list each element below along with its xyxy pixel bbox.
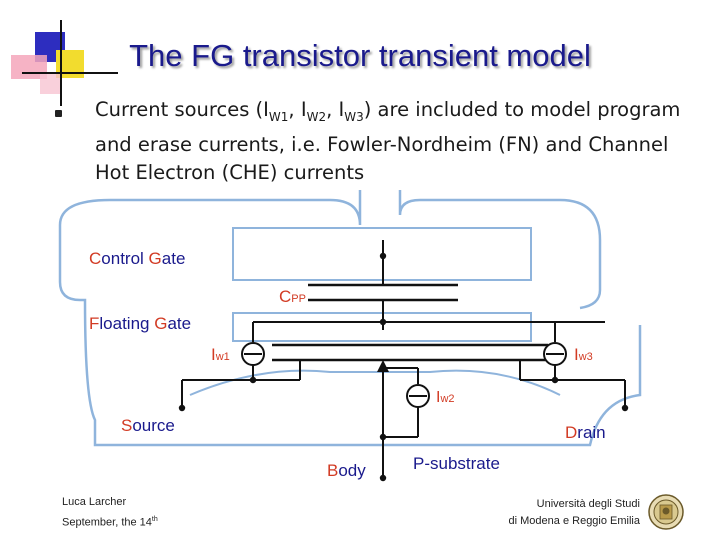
iw1-label: Iw1: [211, 345, 230, 364]
fg-transistor-diagram: Control Gate Floating Gate Source Drain …: [58, 190, 642, 482]
source-bus-node: [249, 376, 257, 384]
body-label: Body: [327, 461, 366, 480]
slide-title: The FG transistor transient model: [129, 38, 591, 73]
source-label: Source: [121, 416, 175, 435]
source-node: [178, 404, 186, 412]
drain-label: Drain: [565, 423, 606, 442]
footer-date: September, the 14th: [62, 516, 158, 529]
drain-bus-node: [551, 376, 559, 384]
footer-author: Luca Larcher: [62, 496, 127, 508]
bullet-text: Current sources (IW1, IW2, IW3) are incl…: [95, 98, 681, 184]
device-outline-left: [58, 225, 642, 447]
floating-gate-label: Floating Gate: [89, 314, 191, 333]
channel-outline: [189, 369, 561, 396]
footer-university-block: Università degli Studi di Modena e Reggi…: [509, 496, 640, 530]
device-outline: [58, 190, 362, 226]
cpp-label: CPP: [279, 287, 306, 306]
footer-university-line2: di Modena e Reggio Emilia: [508, 515, 640, 527]
drain-node: [621, 404, 629, 412]
device-outline-right: [398, 190, 602, 310]
bullet-marker: [55, 110, 62, 117]
corner-vertical-line: [60, 20, 62, 106]
bulk-arrow-icon: [377, 360, 389, 372]
control-gate-label: Control Gate: [89, 249, 185, 268]
corner-horizontal-line: [22, 72, 118, 74]
footer-author-block: Luca Larcher September, the 14th: [62, 493, 158, 532]
iw2-label: Iw2: [436, 389, 455, 406]
body-terminal-node: [379, 474, 387, 482]
iw3-label: Iw3: [574, 345, 593, 364]
substrate-label: P-substrate: [413, 454, 500, 473]
footer-university-line1: Università degli Studi: [536, 498, 640, 510]
corner-square-lightpink: [40, 72, 62, 94]
university-seal-icon: [648, 494, 684, 530]
cg-node: [379, 252, 387, 260]
